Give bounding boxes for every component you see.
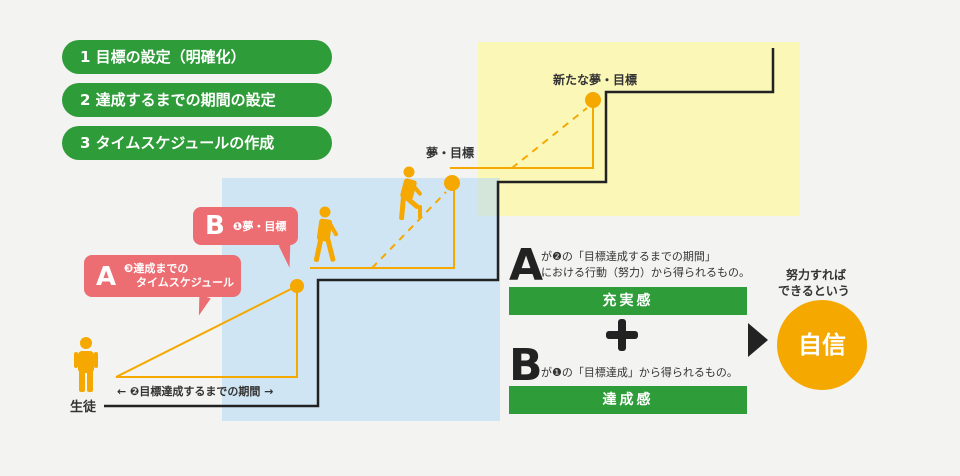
plus-icon [606,319,638,351]
second-goal-bracket [310,183,455,269]
goal-dot-1 [290,279,304,293]
explain-a-letter: A [509,240,544,291]
effort-label-line1: 努力すれば [786,268,847,282]
arrow-right-icon [748,323,768,357]
bubble-b-letter: B [205,211,225,241]
bubble-a-letter: A [96,262,117,292]
explain-b-line1: が❶の「目標達成」から得られるもの。 [541,366,738,379]
step-period-setting: 2 達成するまでの期間の設定 [62,83,332,117]
confidence-circle: 自信 [777,300,867,390]
new-goal-area [478,42,800,216]
explain-a-line2: における行動（努力）から得られるもの。 [541,266,750,279]
period-label: ← ❷目標達成するまでの期間 → [117,385,274,398]
bubble-b: B ❶夢・目標 [193,207,298,269]
bubble-b-text: ❶夢・目標 [233,220,287,233]
effort-label-line2: できるという [778,284,850,298]
walking-figure-icon [313,206,338,262]
fulfillment-bar: 充実感 [509,287,747,315]
second-goal-dashed [371,191,447,269]
student-label: 生徒 [70,400,97,415]
bubble-a-line1: ❸達成までの [124,262,189,275]
new-goal-bracket [450,100,594,169]
goal-dot-3 [585,92,601,108]
bubble-a: A ❸達成までの タイムスケジュール [84,255,241,318]
first-triangle [115,284,298,378]
goal-label: 夢・目標 [426,146,475,160]
achievement-bar: 達成感 [509,386,747,414]
bubble-a-line2: タイムスケジュール [136,276,235,289]
climbing-figure-icon [399,166,422,221]
step-goal-setting: 1 目標の設定（明確化） [62,40,332,74]
new-goal-label: 新たな夢・目標 [553,73,638,87]
step-schedule-creation: 3 タイムスケジュールの作成 [62,126,332,160]
goal-dot-2 [444,175,460,191]
staircase-line [104,48,775,408]
explain-b-letter: B [509,340,543,391]
new-goal-dashed [511,107,588,169]
student-figure-icon [74,337,98,392]
explain-a-line1: が❷の「目標達成するまでの期間」 [541,250,716,263]
